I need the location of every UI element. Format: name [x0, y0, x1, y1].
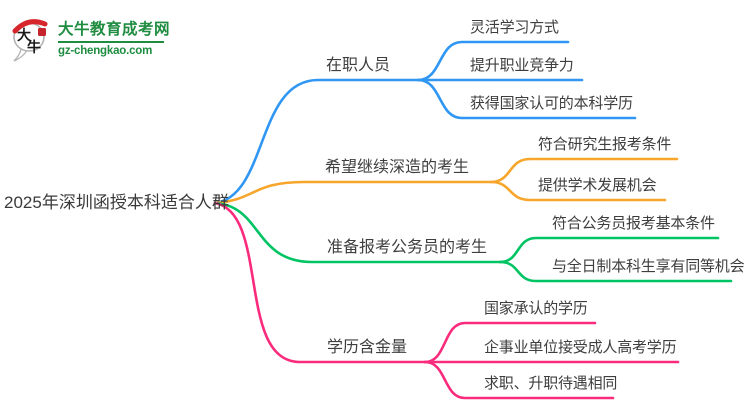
logo-site-domain: gz-chengkao.com	[58, 45, 153, 57]
child-node-label: 获得国家认可的本科学历	[470, 95, 633, 112]
logo-char-top: 大	[17, 27, 31, 43]
branch-line	[213, 180, 493, 205]
branch-line	[213, 201, 427, 364]
branch-node-label: 希望继续深造的考生	[325, 159, 470, 176]
branch-line	[213, 201, 502, 264]
child-line	[416, 78, 637, 120]
child-node-label: 符合研究生报考条件	[538, 136, 672, 153]
child-line	[416, 40, 570, 82]
child-line	[423, 360, 615, 400]
logo-seal-icon	[38, 28, 46, 36]
child-line	[498, 260, 733, 283]
child-line	[489, 180, 667, 202]
logo-red-crescent	[12, 19, 48, 34]
branch-node-label: 学历含金量	[327, 339, 408, 356]
logo-divider	[58, 41, 164, 43]
child-node-label: 符合公务员报考基本条件	[552, 215, 715, 232]
site-logo[interactable]: 大 牛 大牛教育成考网 gz-chengkao.com	[12, 14, 187, 66]
branch-node-label: 准备报考公务员的考生	[327, 239, 488, 256]
child-node-label: 提供学术发展机会	[538, 177, 657, 194]
child-line	[489, 157, 679, 184]
child-line	[423, 321, 597, 364]
logo-char-bottom: 牛	[27, 39, 41, 55]
child-node-label: 求职、升职待遇相同	[484, 375, 618, 392]
branch-node-label: 在职人员	[326, 57, 391, 74]
logo-site-name: 大牛教育成考网	[58, 21, 171, 38]
mindmap-root-label: 2025年深圳函授本科适合人群	[4, 193, 229, 212]
child-node-label: 企事业单位接受成人高考学历	[484, 339, 677, 356]
child-node-label: 提升职业竞争力	[470, 57, 574, 74]
logo-icon: 大 牛	[12, 19, 48, 62]
child-node-label: 国家承认的学历	[484, 300, 588, 317]
logo-bubble-tail	[13, 48, 28, 62]
branch-line	[213, 78, 420, 205]
child-node-label: 与全日制本科生享有同等机会	[552, 258, 745, 275]
child-line	[498, 236, 720, 264]
child-node-label: 灵活学习方式	[470, 19, 559, 36]
